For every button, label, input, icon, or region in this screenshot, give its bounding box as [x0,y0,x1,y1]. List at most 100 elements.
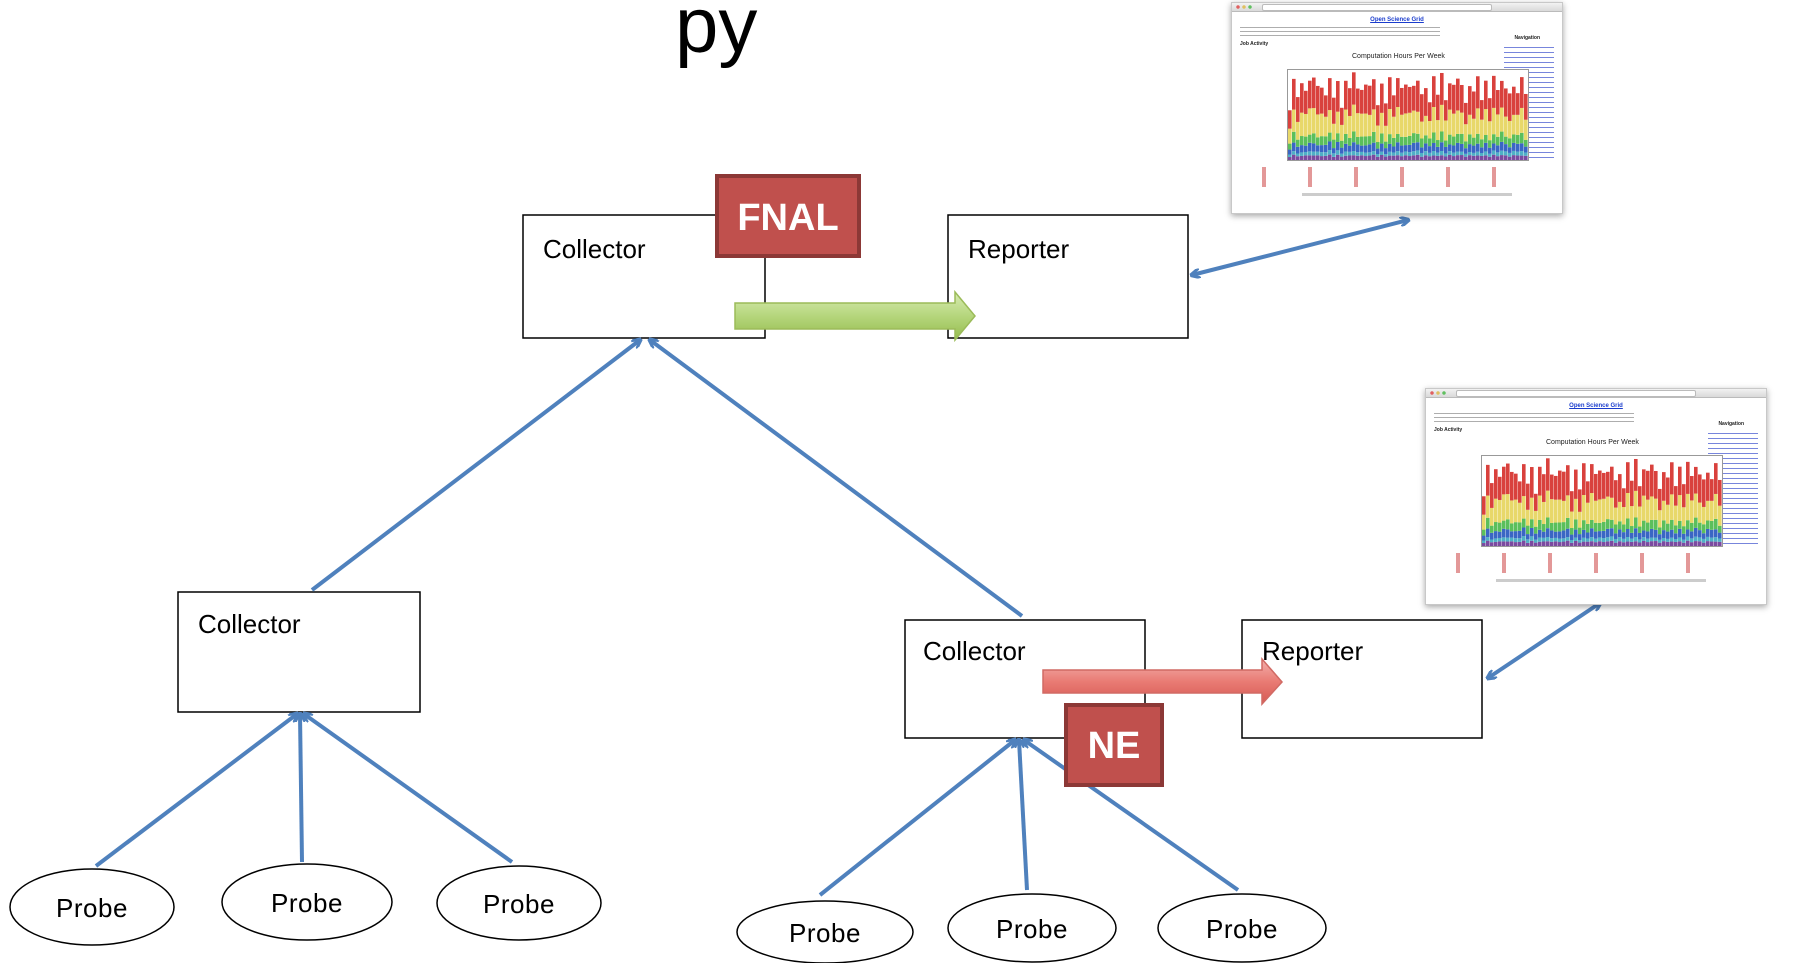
chart-thumbnail-bar-segment [1522,518,1526,528]
chart-thumbnail-bar-segment [1340,153,1344,157]
probe-label: Probe [789,918,861,948]
chart-thumbnail-bar-segment [1424,143,1428,152]
chart-thumbnail-bar-segment [1674,505,1678,526]
chart-thumbnail-bar-segment [1352,131,1356,143]
reporter-right-box: Reporter [1241,619,1483,739]
chart-thumbnail-bar-segment [1352,104,1356,132]
chart-thumbnail-bar-segment [1356,144,1360,153]
chart-thumbnail-bar-segment [1634,517,1638,529]
chart-thumbnail-bar-segment [1554,475,1558,500]
chart-thumbnail-bar-segment [1666,538,1670,542]
chart-thumbnail-bar-segment [1352,155,1356,160]
chart-thumbnail-bar-segment [1682,533,1686,540]
chart-thumbnail-bar-segment [1634,528,1638,538]
chart-thumbnail-bar-segment [1714,463,1718,494]
chart-thumbnail-bar-segment [1396,133,1400,143]
chart-thumbnail-bar-segment [1594,531,1598,539]
chart-thumbnail-bar-segment [1706,528,1710,537]
chart-thumbnail-bar-segment [1622,507,1626,525]
chart-thumbnail-bar-segment [1674,533,1678,539]
chart-thumbnail-bar-segment [1472,118,1476,138]
chart-thumbnail-bar-segment [1416,111,1420,134]
chart-thumbnail-bar-segment [1524,155,1528,160]
chart-thumbnail-bar-segment [1488,121,1492,141]
chart-thumbnail-bar-segment [1494,498,1498,523]
chart-thumbnail-bar-segment [1666,477,1670,505]
chart-thumbnail-bar-segment [1452,145,1456,153]
chart-thumbnail-bar-segment [1484,155,1488,160]
chart-thumbnail-bar-segment [1320,156,1324,160]
chart-thumbnail-bar-segment [1468,151,1472,156]
chart-thumbnail-bar-segment [1518,541,1522,546]
chart-thumbnail-bar-segment [1396,151,1400,156]
chart-thumbnail-bar-segment [1574,529,1578,538]
connector-probe6 [1024,740,1240,892]
chart-thumbnail-bar-segment [1424,155,1428,160]
chart-thumbnail-bar-segment [1492,75,1496,108]
chart-thumbnail-bar-segment [1578,489,1582,512]
chart-thumbnail-bar-segment [1448,151,1452,155]
chart-thumbnail-bar-segment [1516,151,1520,156]
chart-thumbnail-bar-segment [1288,110,1292,129]
chart-thumbnail-bar-segment [1522,496,1526,519]
chart-thumbnail-bar-segment [1678,495,1682,521]
collector-right-label: Collector [923,636,1026,666]
chart-thumbnail-bar-segment [1452,113,1456,137]
chart-thumbnail-bar-segment [1436,120,1440,141]
chart-thumbnail-bar-segment [1538,529,1542,538]
chart-thumbnail-bar-segment [1296,156,1300,160]
chart-thumbnail-bar-segment [1514,542,1518,546]
chart-thumbnail-bar-segment [1448,134,1452,145]
chart-thumbnail-bar-segment [1432,107,1436,133]
chart-thumbnail-bar-segment [1392,116,1396,138]
chart-thumbnail-bar-segment [1288,149,1292,155]
chart-thumbnail-bar-segment [1586,502,1590,524]
chart-thumbnail-bar-segment [1372,154,1376,160]
chart-thumbnail-bar-segment [1288,128,1292,144]
connector-right-collector-to-top [650,340,1024,618]
chart-thumbnail-bar-segment [1308,80,1312,109]
chart-thumbnail-bar-segment [1718,479,1722,506]
stacked-bar-chart-thumbnail [1287,69,1529,161]
chart-thumbnail-bar-segment [1686,461,1690,494]
chart-thumbnail-bar-segment [1522,540,1526,546]
chart-thumbnail-bar-segment [1710,500,1714,521]
chart-thumbnail-bar-segment [1498,476,1502,500]
chart-thumbnail-bar-segment [1468,144,1472,152]
chart-thumbnail-bar-segment [1484,134,1488,143]
chart-thumbnail-bar-segment [1626,529,1630,538]
chart-thumbnail-bar-segment [1428,138,1432,147]
chart-thumbnail-bar-segment [1368,152,1372,156]
chart-thumbnail-bar-segment [1490,525,1494,533]
chart-thumbnail-bar-segment [1456,110,1460,134]
chart-thumbnail-bar-segment [1502,466,1506,495]
chart-thumbnail-bar-segment [1570,534,1574,541]
connectors [94,220,1600,897]
chart-thumbnail-bar-segment [1344,143,1348,152]
chart-thumbnail-bar-segment [1574,469,1578,499]
chart-thumbnail-bar-segment [1678,520,1682,529]
connector-reporter-top-web [1192,220,1408,275]
chart-thumbnail-bar-segment [1376,142,1380,149]
chart-thumbnail-bar-segment [1662,520,1666,531]
chart-thumbnail-bar-segment [1504,116,1508,137]
chart-thumbnail-bar-segment [1490,539,1494,543]
chart-thumbnail-bar-segment [1498,522,1502,532]
chart-thumbnail-bar-segment [1574,498,1578,520]
chart-thumbnail-bar-segment [1428,121,1432,139]
chart-thumbnail-bar-segment [1328,132,1332,142]
chart-thumbnail-bar-segment [1510,537,1514,542]
chart-thumbnail-bar-segment [1626,518,1630,529]
chart-thumbnail-bar-segment [1336,154,1340,160]
chart-thumbnail-bar-segment [1622,532,1626,539]
chart-thumbnail-bar-segment [1622,542,1626,546]
chart-thumbnail-bar-segment [1508,147,1512,153]
chart-thumbnail-bar-segment [1618,474,1622,502]
chart-thumbnail-bar-segment [1488,147,1492,154]
chart-thumbnail-bar-segment [1480,152,1484,156]
chart-thumbnail-bar-segment [1444,146,1448,154]
chart-thumbnail-bar-segment [1364,145,1368,153]
chart-thumbnail-bar-segment [1578,540,1582,543]
chart-thumbnail-bar-segment [1514,522,1518,532]
chart-thumbnail-bar-segment [1404,151,1408,156]
